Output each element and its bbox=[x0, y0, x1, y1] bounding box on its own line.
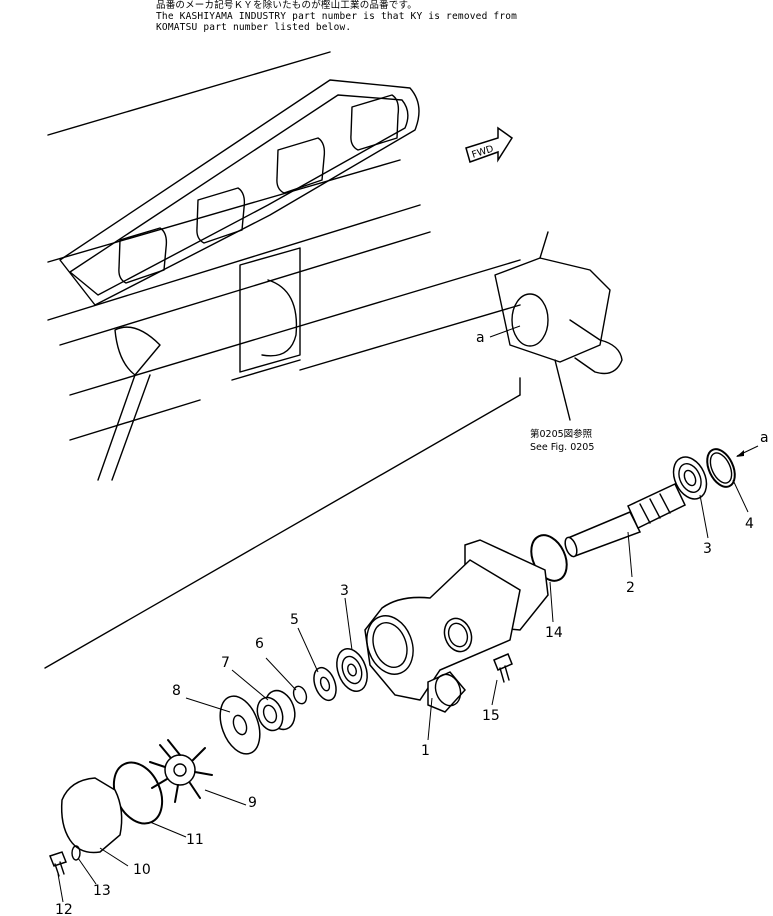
header-note-en-2: KOMATSU part number listed below. bbox=[156, 22, 352, 33]
see-fig-ref-jp: 第0205図参照 bbox=[530, 428, 593, 440]
callout-13: 13 bbox=[93, 883, 111, 899]
callout-2: 2 bbox=[626, 580, 635, 596]
mounting-bracket-drawing bbox=[494, 231, 623, 421]
callout-15: 15 bbox=[482, 708, 500, 724]
callout-14: 14 bbox=[545, 625, 563, 641]
fwd-arrow-icon: FWD bbox=[465, 126, 514, 163]
part-3-bearing-right bbox=[672, 456, 708, 500]
part-8-washer bbox=[219, 695, 261, 755]
part-13-washer bbox=[71, 845, 81, 861]
engine-block-drawing bbox=[44, 51, 521, 669]
part-12-bolt bbox=[49, 851, 67, 877]
part-15-bolt bbox=[493, 653, 513, 683]
callout-8: 8 bbox=[172, 683, 181, 699]
callout-7: 7 bbox=[221, 655, 230, 671]
part-5-spacer bbox=[313, 666, 337, 702]
callout-11: 11 bbox=[186, 832, 204, 848]
see-fig-ref-en: See Fig. 0205 bbox=[530, 442, 594, 453]
callout-3-right: 3 bbox=[703, 541, 712, 557]
part-6-o-ring bbox=[292, 685, 308, 705]
part-3-bearing-left bbox=[336, 648, 368, 692]
part-4-snap-ring bbox=[706, 448, 736, 488]
callout-9: 9 bbox=[248, 795, 257, 811]
callout-3-left: 3 bbox=[340, 583, 349, 599]
callout-1: 1 bbox=[421, 743, 430, 759]
callout-4: 4 bbox=[745, 516, 754, 532]
leader-lines bbox=[57, 479, 749, 903]
part-7-seal bbox=[256, 689, 296, 732]
callout-6: 6 bbox=[255, 636, 264, 652]
callout-5: 5 bbox=[290, 612, 299, 628]
header-note-jp: 品番のメーカ記号ＫＹを除いたものが樫山工業の品番です。 bbox=[156, 0, 417, 11]
header-note-en-1: The KASHIYAMA INDUSTRY part number is th… bbox=[156, 11, 518, 22]
part-1-pump-housing bbox=[364, 539, 549, 713]
callout-12: 12 bbox=[55, 902, 73, 916]
part-2-shaft bbox=[564, 483, 686, 558]
marker-a-right: a bbox=[760, 430, 769, 446]
marker-a-left: a bbox=[476, 330, 485, 346]
part-10-cover bbox=[60, 777, 123, 854]
callout-labels: 4 3 2 14 1 15 3 5 6 7 8 9 11 10 13 12 bbox=[55, 516, 754, 916]
callout-10: 10 bbox=[133, 862, 151, 878]
part-9-impeller bbox=[149, 739, 213, 803]
